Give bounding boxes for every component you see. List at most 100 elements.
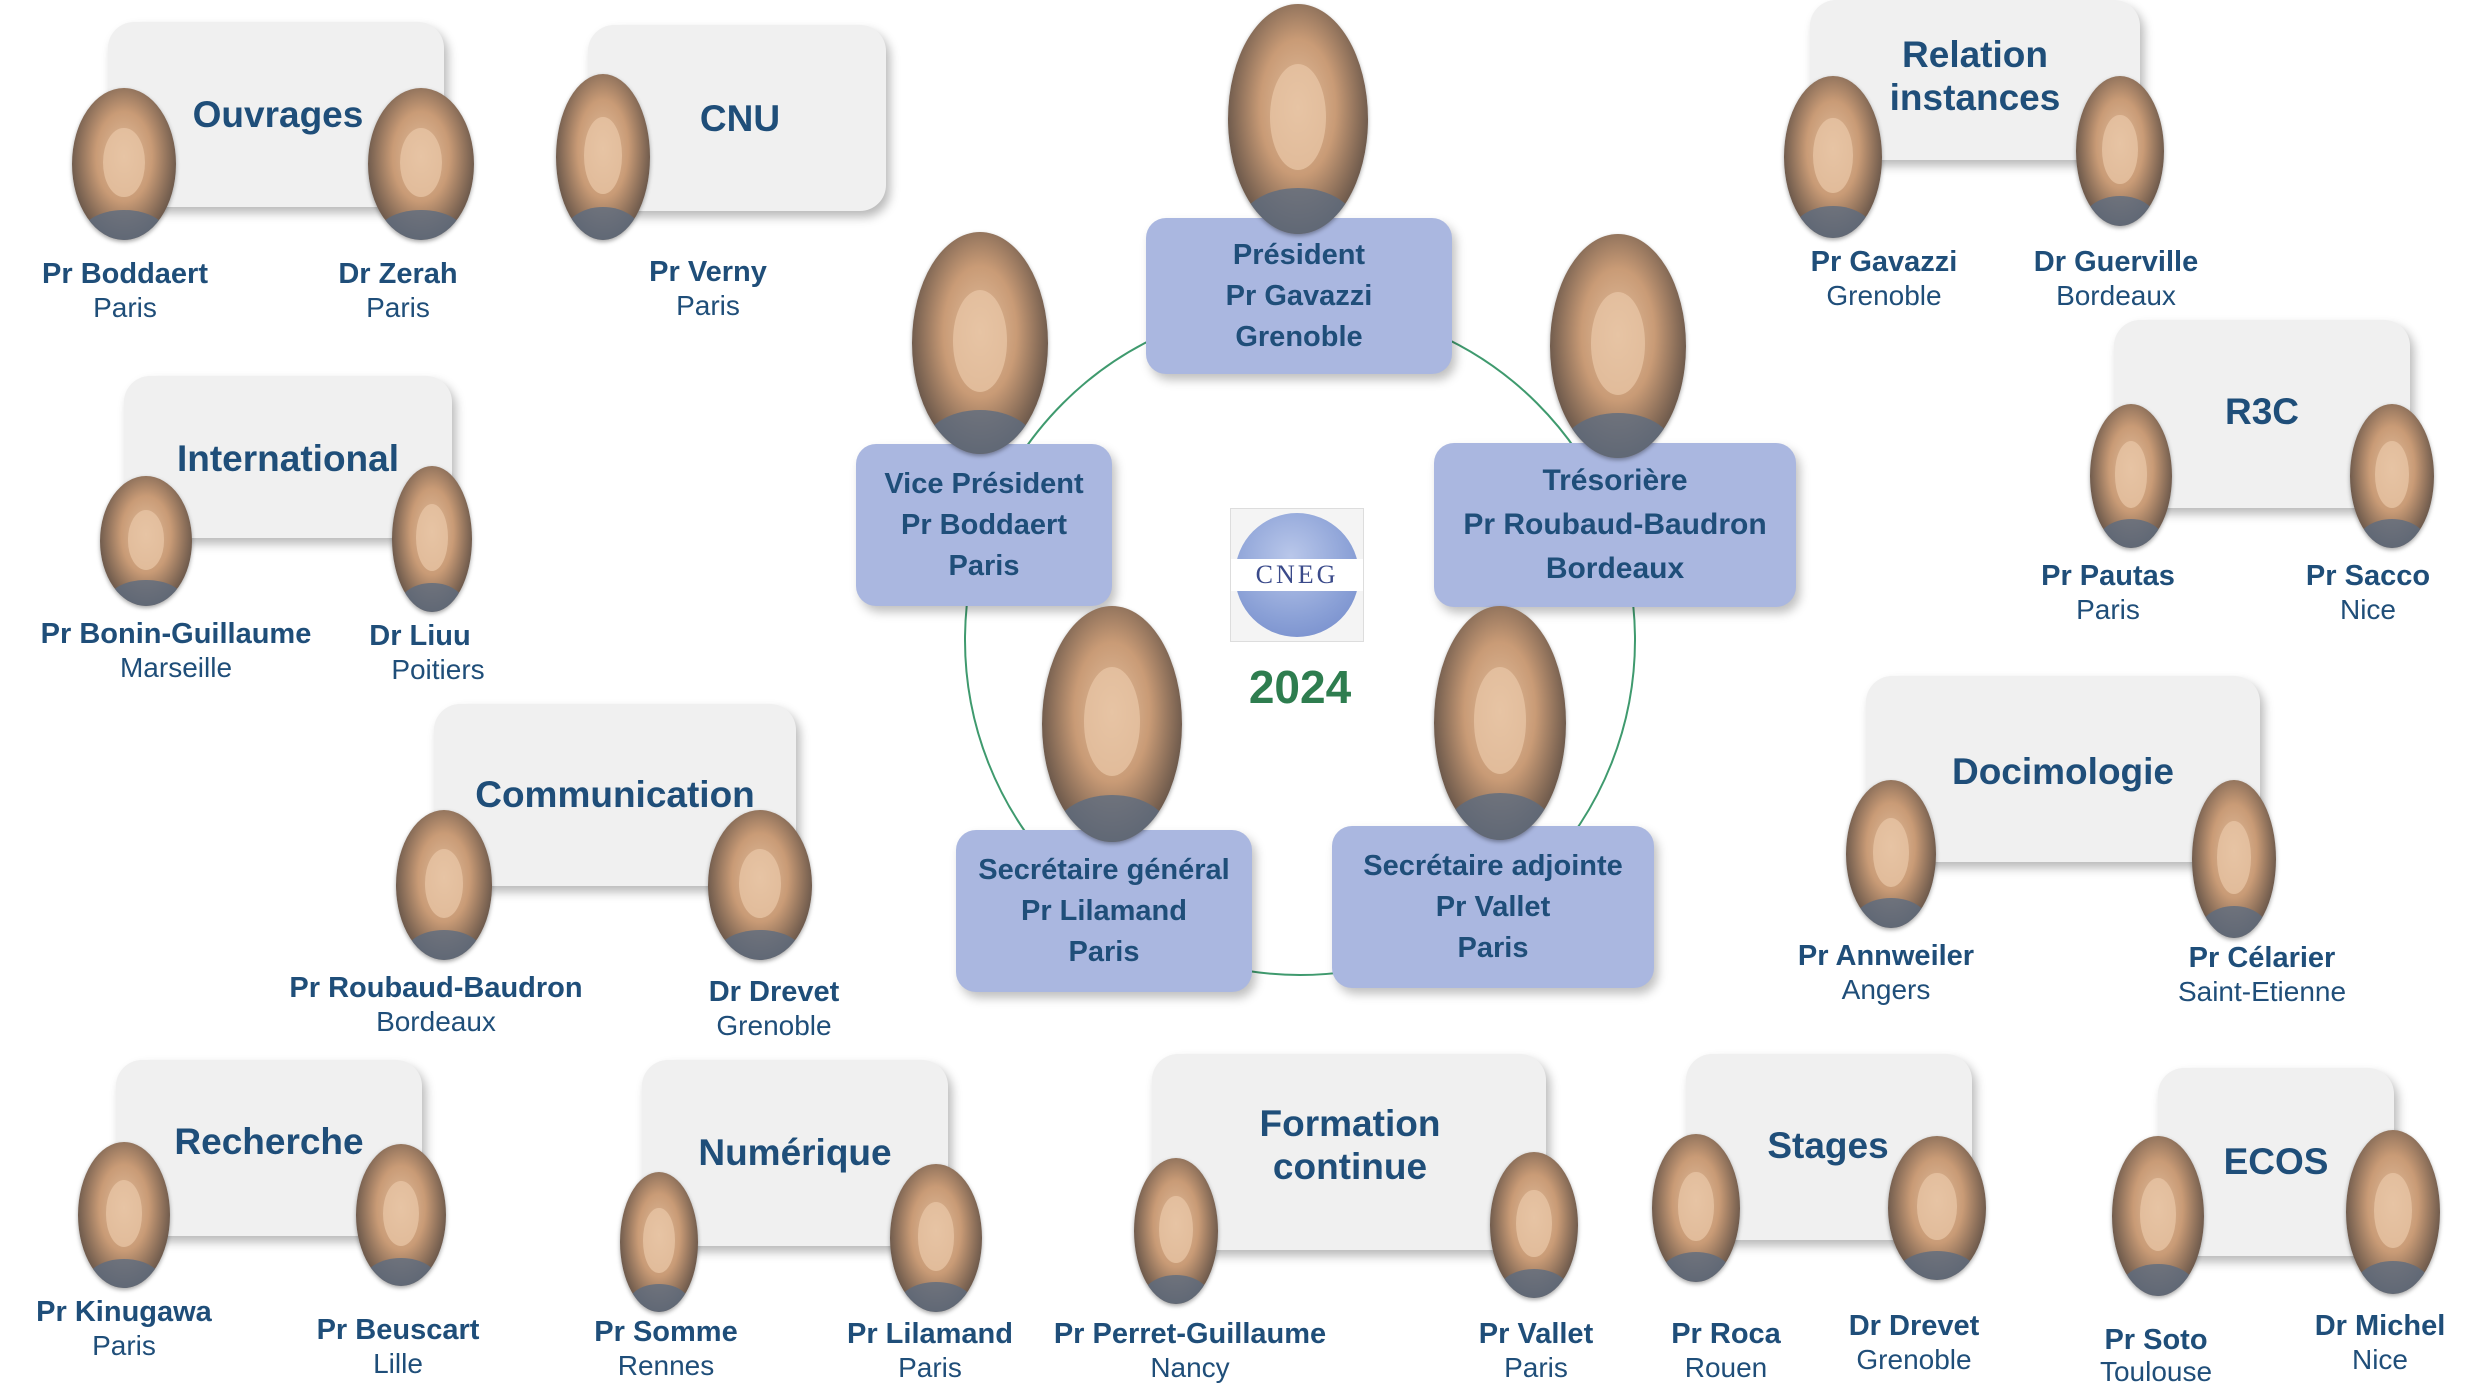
photo-vice-president bbox=[912, 232, 1048, 454]
board-president-box: Président Pr Gavazzi Grenoble bbox=[1146, 218, 1452, 374]
group-formation-title-line2: continue bbox=[1272, 1146, 1428, 1187]
member-name: Pr Beuscart bbox=[316, 1314, 480, 1346]
cneg-logo-text: CNEG bbox=[1255, 560, 1339, 589]
photo-drevet-communication bbox=[708, 810, 812, 960]
member-name: Pr Célarier bbox=[2188, 942, 2336, 974]
board-secretaire-adjointe-role: Secrétaire adjointe bbox=[1363, 849, 1623, 882]
group-ecos-title: ECOS bbox=[2223, 1141, 2329, 1182]
board-secretaire-adjointe-box: Secrétaire adjointe Pr Vallet Paris bbox=[1332, 826, 1654, 988]
group-stages-title: Stages bbox=[1767, 1125, 1889, 1166]
group-ouvrages-title: Ouvrages bbox=[192, 94, 364, 135]
photo-somme bbox=[620, 1172, 698, 1312]
board-secretaire-general-box: Secrétaire général Pr Lilamand Paris bbox=[956, 830, 1252, 992]
member-name: Dr Drevet bbox=[708, 976, 840, 1008]
board-tresoriere-city: Bordeaux bbox=[1545, 552, 1685, 585]
group-r3c-title: R3C bbox=[2224, 391, 2300, 432]
group-formation-title-line1: Formation bbox=[1259, 1103, 1441, 1144]
member-name: Pr Verny bbox=[649, 256, 767, 288]
group-relation-title-line2: instances bbox=[1889, 77, 2061, 118]
member-name: Dr Michel bbox=[2314, 1310, 2446, 1342]
member-name: Pr Bonin-Guillaume bbox=[40, 618, 312, 650]
photo-vallet-formation bbox=[1490, 1152, 1578, 1298]
photo-roca bbox=[1652, 1134, 1740, 1282]
member-city: Nancy bbox=[1150, 1352, 1230, 1383]
photo-pautas bbox=[2090, 404, 2172, 548]
member-name: Pr Sacco bbox=[2305, 560, 2431, 592]
member-name: Pr Soto bbox=[2104, 1324, 2208, 1356]
photo-lilamand bbox=[890, 1164, 982, 1312]
member-name: Pr Roca bbox=[1671, 1318, 1781, 1350]
photo-beuscart bbox=[356, 1144, 446, 1286]
board-secretaire-general-role: Secrétaire général bbox=[978, 853, 1230, 886]
board-vice-president-city: Paris bbox=[948, 549, 1020, 582]
member-name: Pr Kinugawa bbox=[36, 1296, 212, 1328]
photo-secretaire-general bbox=[1042, 606, 1182, 842]
member-name: Pr Pautas bbox=[2041, 560, 2175, 592]
photo-soto bbox=[2112, 1136, 2204, 1296]
photo-kinugawa bbox=[78, 1142, 170, 1288]
photo-boddaert bbox=[72, 88, 176, 240]
photo-roubaud-baudron bbox=[396, 810, 492, 960]
member-name: Dr Liuu bbox=[369, 620, 471, 652]
board-tresoriere-box: Trésorière Pr Roubaud-Baudron Bordeaux bbox=[1434, 443, 1796, 607]
member-city: Angers bbox=[1841, 974, 1931, 1005]
board-president-name: Pr Gavazzi bbox=[1225, 279, 1373, 312]
group-cnu-title: CNU bbox=[699, 98, 781, 139]
board-tresoriere-name: Pr Roubaud-Baudron bbox=[1463, 508, 1767, 541]
member-city: Rouen bbox=[1684, 1352, 1768, 1383]
member-city: Paris bbox=[676, 290, 740, 321]
photo-guerville bbox=[2076, 76, 2164, 226]
photo-zerah bbox=[368, 88, 474, 240]
photo-bonin-guillaume bbox=[100, 476, 192, 606]
member-name: Pr Perret-Guillaume bbox=[1053, 1318, 1327, 1350]
member-name: Pr Annweiler bbox=[1797, 940, 1975, 972]
member-name: Dr Zerah bbox=[338, 258, 458, 290]
board-secretaire-general-city: Paris bbox=[1068, 935, 1140, 968]
board-secretaire-general-name: Pr Lilamand bbox=[1021, 894, 1187, 927]
member-name: Dr Drevet bbox=[1848, 1310, 1980, 1342]
board-president-city: Grenoble bbox=[1235, 320, 1363, 353]
photo-perret-guillaume bbox=[1134, 1158, 1218, 1304]
member-city: Paris bbox=[898, 1352, 962, 1383]
group-numerique-title: Numérique bbox=[698, 1132, 892, 1173]
board-vice-president-box: Vice Président Pr Boddaert Paris bbox=[856, 444, 1112, 606]
member-city: Paris bbox=[1504, 1352, 1568, 1383]
member-city: Nice bbox=[2351, 1344, 2409, 1375]
member-city: Saint-Etienne bbox=[2177, 976, 2347, 1007]
photo-drevet-stages bbox=[1888, 1136, 1986, 1280]
group-international-title: International bbox=[176, 438, 400, 479]
photo-president bbox=[1228, 4, 1368, 234]
member-city: Bordeaux bbox=[376, 1006, 496, 1037]
member-name: Pr Somme bbox=[594, 1316, 738, 1348]
photo-annweiler bbox=[1846, 780, 1936, 928]
cneg-logo: CNEG bbox=[1230, 508, 1364, 642]
member-name: Pr Gavazzi bbox=[1810, 246, 1958, 278]
member-city: Poitiers bbox=[391, 654, 485, 685]
member-city: Marseille bbox=[119, 652, 233, 683]
board-vice-president-role: Vice Président bbox=[884, 467, 1084, 500]
member-city: Paris bbox=[2076, 594, 2140, 625]
board-vice-president-name: Pr Boddaert bbox=[901, 508, 1067, 541]
member-city: Grenoble bbox=[1826, 280, 1942, 311]
photo-celarier bbox=[2192, 780, 2276, 938]
member-city: Paris bbox=[93, 292, 157, 323]
group-formation-box bbox=[1152, 1054, 1546, 1250]
photo-tresoriere bbox=[1550, 234, 1686, 458]
photo-liuu bbox=[392, 466, 472, 612]
photo-gavazzi bbox=[1784, 76, 1882, 238]
photo-secretaire-adjointe bbox=[1434, 606, 1566, 840]
member-city: Toulouse bbox=[2099, 1356, 2213, 1387]
member-city: Paris bbox=[92, 1330, 156, 1361]
board-secretaire-adjointe-name: Pr Vallet bbox=[1435, 890, 1551, 923]
member-name: Pr Roubaud-Baudron bbox=[289, 972, 583, 1004]
member-name: Dr Guerville bbox=[2033, 246, 2199, 278]
group-relation-title-line1: Relation bbox=[1902, 34, 2048, 75]
member-city: Grenoble bbox=[1856, 1344, 1972, 1375]
member-city: Bordeaux bbox=[2056, 280, 2176, 311]
group-docimologie-title: Docimologie bbox=[1951, 751, 2175, 792]
member-city: Nice bbox=[2339, 594, 2397, 625]
board-president-role: Président bbox=[1232, 238, 1366, 271]
member-name: Pr Boddaert bbox=[42, 258, 208, 290]
photo-verny bbox=[556, 74, 650, 240]
group-communication-title: Communication bbox=[475, 774, 755, 815]
